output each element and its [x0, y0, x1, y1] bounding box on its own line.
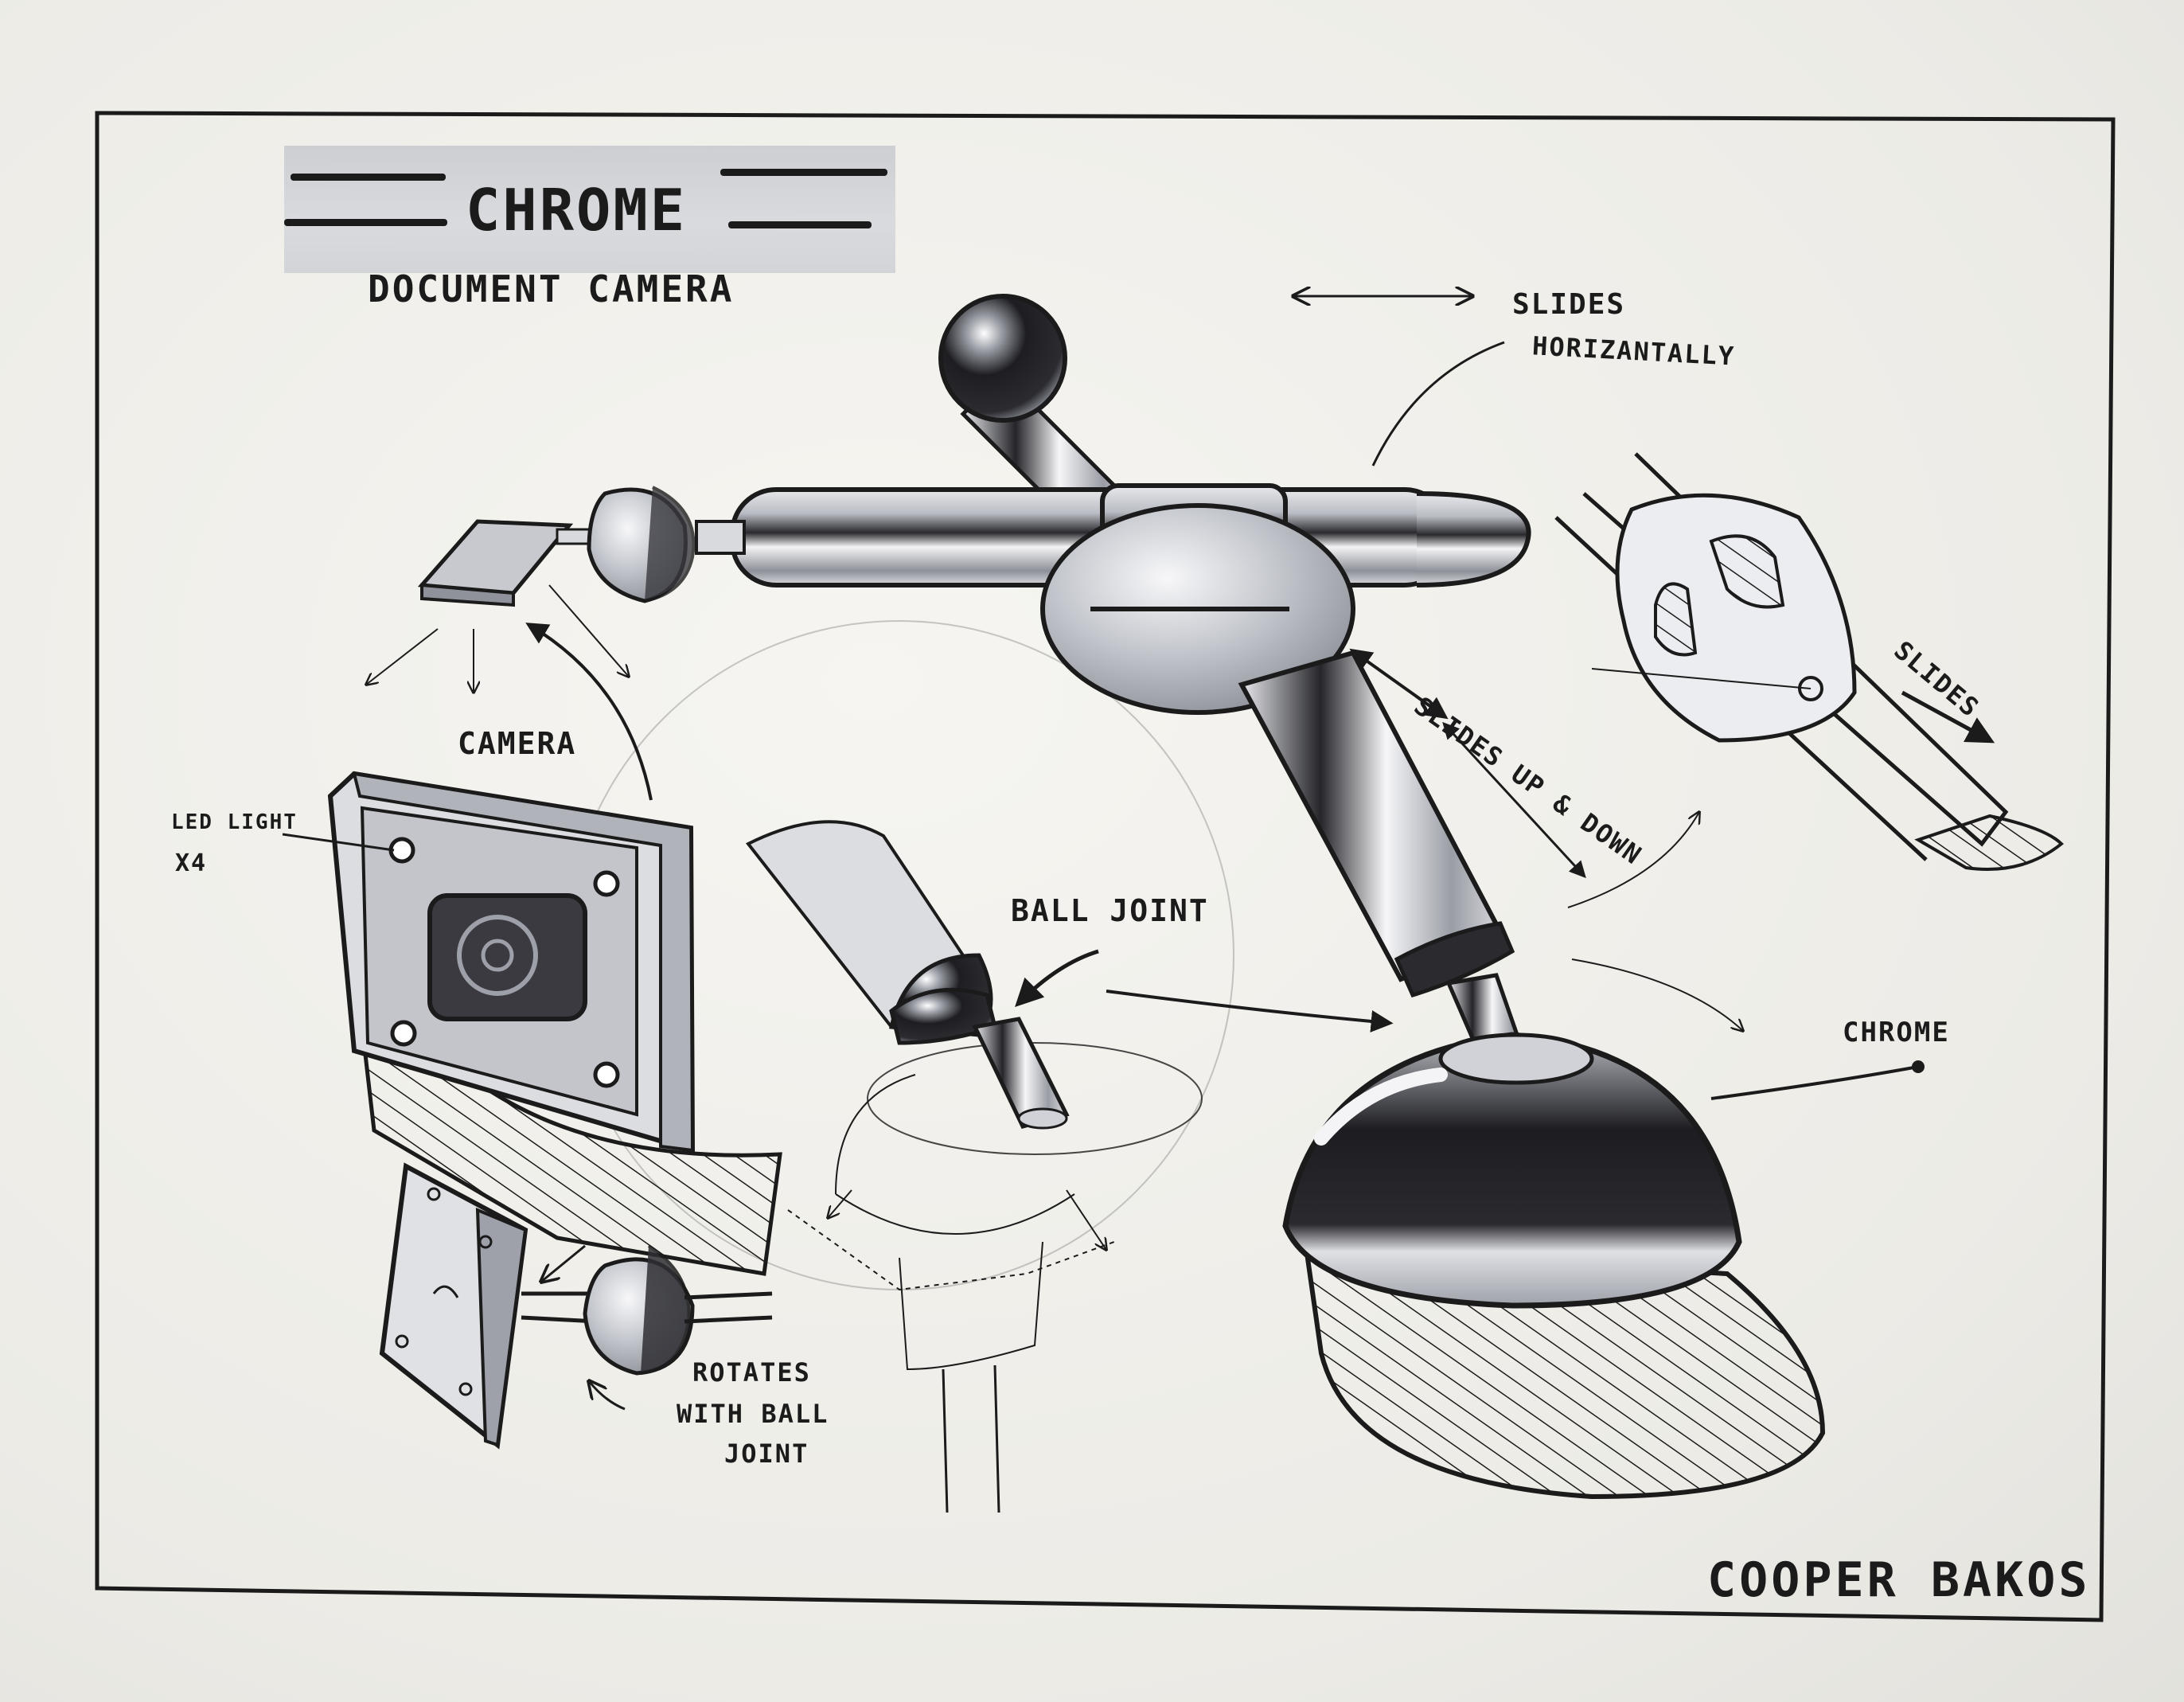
rotating-mount	[379, 1162, 773, 1450]
slide-detail	[1554, 452, 2064, 871]
title-highlight	[284, 146, 895, 273]
artist-signature: COOPER BAKOS	[1707, 1552, 2091, 1608]
sheet-subtitle: DOCUMENT CAMERA	[368, 267, 735, 310]
camera-lens-icon	[457, 915, 538, 996]
label-chrome: CHROME	[1843, 1017, 1950, 1048]
sheet-title: CHROME	[466, 177, 688, 244]
title-rule	[284, 219, 447, 226]
led-icon	[593, 1061, 620, 1088]
ball-joint-detail	[745, 820, 1115, 1513]
led-icon	[593, 870, 620, 897]
camera-head	[417, 486, 696, 607]
label-led-count: X4	[175, 849, 208, 877]
led-icon	[388, 837, 415, 864]
base-dome	[1282, 1032, 1826, 1500]
frame-border	[95, 111, 2116, 1622]
label-rotates: ROTATES	[692, 1357, 811, 1388]
label-led-light: LED LIGHT	[171, 810, 298, 834]
construction-ellipse	[867, 1042, 1203, 1155]
camera-lens-housing	[427, 893, 587, 1021]
label-camera: CAMERA	[458, 726, 577, 761]
led-icon	[390, 1020, 417, 1047]
title-rule	[720, 169, 887, 176]
camera-panel	[282, 771, 782, 1276]
title-rule	[291, 174, 446, 181]
title-rule	[728, 221, 872, 228]
top-ball-icon	[938, 294, 1067, 423]
label-ball-joint: BALL JOINT	[1011, 893, 1209, 928]
label-rotates-with: WITH BALL	[677, 1399, 829, 1429]
label-slides: SLIDES	[1512, 288, 1626, 321]
label-rotates-joint: JOINT	[724, 1439, 809, 1469]
